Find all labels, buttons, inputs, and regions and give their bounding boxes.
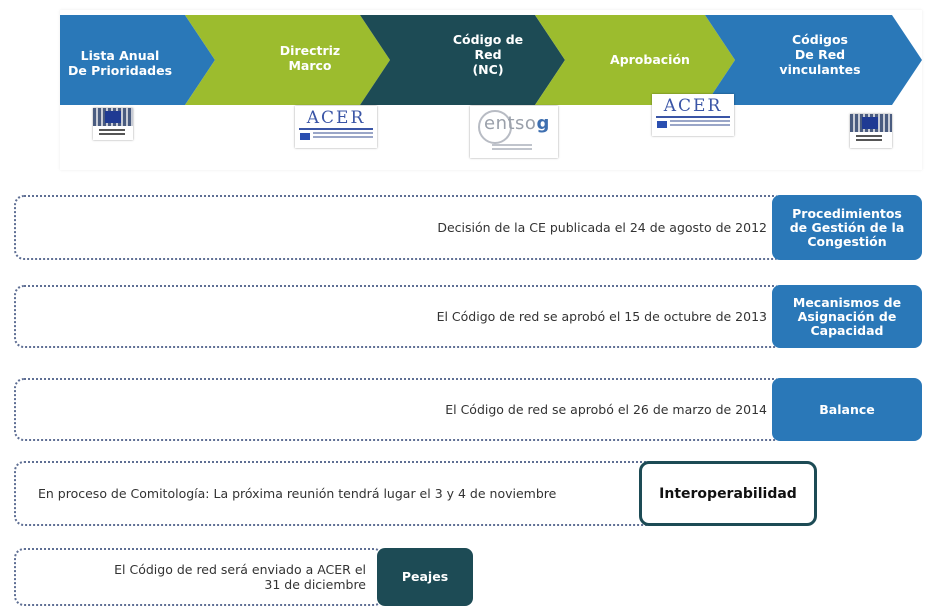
acer-wordmark: ACER [306, 108, 366, 128]
status-box [14, 378, 784, 441]
ec-building-logo-1 [93, 108, 133, 140]
status-text: En proceso de Comitología: La próxima re… [38, 486, 557, 501]
step-arrow-2 [360, 15, 565, 105]
step-label-codigo-red: Código de Red (NC) [452, 32, 524, 77]
status-text: El Código de red será enviado a ACER el … [114, 562, 366, 592]
acer-logo-2: ACER [652, 94, 734, 136]
process-flow: Lista Anual De Prioridades Directriz Mar… [60, 10, 922, 170]
step-label-codigos-vinculantes: Códigos De Red vinculantes [779, 32, 861, 77]
tag-peajes: Peajes [377, 548, 473, 606]
step-label-lista-anual: Lista Anual De Prioridades [67, 48, 173, 78]
step-arrow-3 [535, 15, 735, 105]
status-box [14, 195, 784, 260]
process-arrows [60, 15, 922, 105]
status-row: El Código de red se aprobó el 26 de marz… [14, 378, 922, 441]
tag-procedimientos: Procedimientos de Gestión de la Congesti… [772, 195, 922, 260]
status-row: Decisión de la CE publicada el 24 de ago… [14, 195, 922, 260]
entsog-logo: entsog [470, 106, 558, 158]
status-row: El Código de red se aprobó el 15 de octu… [14, 285, 922, 348]
step-label-aprobacion: Aprobación [610, 52, 690, 67]
status-box [14, 285, 784, 348]
status-row: El Código de red será enviado a ACER el … [14, 548, 484, 606]
ec-building-logo-2 [850, 114, 892, 148]
tag-mecanismos: Mecanismos de Asignación de Capacidad [772, 285, 922, 348]
acer-logo-1: ACER [295, 106, 377, 148]
status-text: El Código de red se aprobó el 15 de octu… [436, 309, 767, 324]
acer-wordmark-2: ACER [663, 96, 723, 116]
status-text: Decisión de la CE publicada el 24 de ago… [437, 220, 767, 235]
status-box [14, 461, 659, 526]
status-text: El Código de red se aprobó el 26 de marz… [445, 402, 767, 417]
tag-balance: Balance [772, 378, 922, 441]
entsog-wordmark-g: g [536, 113, 550, 134]
step-label-directriz: Directriz Marco [279, 43, 341, 73]
step-arrow-0 [60, 15, 215, 105]
tag-interoperabilidad: Interoperabilidad [639, 461, 817, 526]
step-arrow-1 [185, 15, 390, 105]
step-arrow-4 [705, 15, 922, 105]
entsog-wordmark: entso [484, 113, 537, 134]
status-box [14, 548, 384, 606]
status-row: En proceso de Comitología: La próxima re… [14, 461, 824, 526]
